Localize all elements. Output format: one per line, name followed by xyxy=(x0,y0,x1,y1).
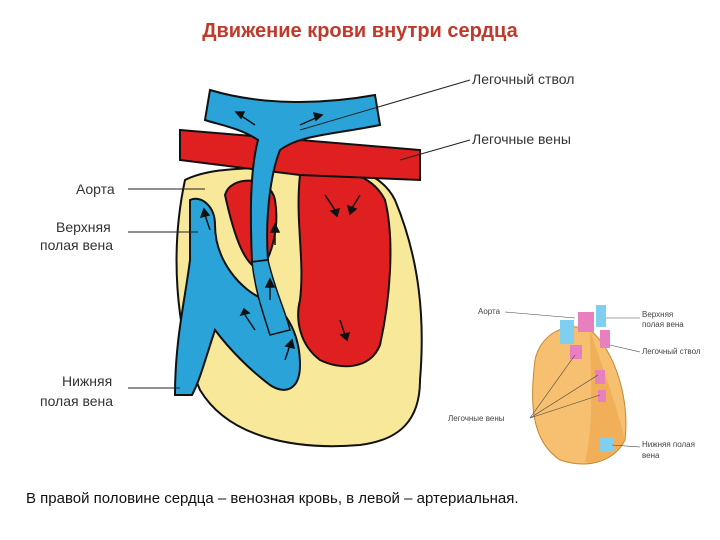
label-pulmonary-veins: Легочные вены xyxy=(472,130,571,148)
small-heart-diagram xyxy=(505,305,640,464)
label-inferior-vena-cava-1: Нижняя xyxy=(62,372,112,390)
small-label-aorta: Аорта xyxy=(478,307,500,317)
small-label-pulmonary-veins: Легочные вены xyxy=(448,414,505,424)
label-aorta: Аорта xyxy=(76,180,115,198)
label-inferior-vena-cava-2: полая вена xyxy=(40,392,113,410)
small-label-pulmonary-trunk: Легочный ствол xyxy=(642,347,701,357)
small-label-svc-1: Верхняя xyxy=(642,310,673,320)
label-superior-vena-cava-1: Верхняя xyxy=(56,218,111,236)
label-pulmonary-trunk: Легочный ствол xyxy=(472,70,574,88)
small-label-ivc-1: Нижняя полая xyxy=(642,440,695,450)
small-label-svc-2: полая вена xyxy=(642,320,684,330)
small-label-ivc-2: вена xyxy=(642,451,659,461)
label-superior-vena-cava-2: полая вена xyxy=(40,236,113,254)
caption: В правой половине сердца – венозная кров… xyxy=(26,490,706,507)
